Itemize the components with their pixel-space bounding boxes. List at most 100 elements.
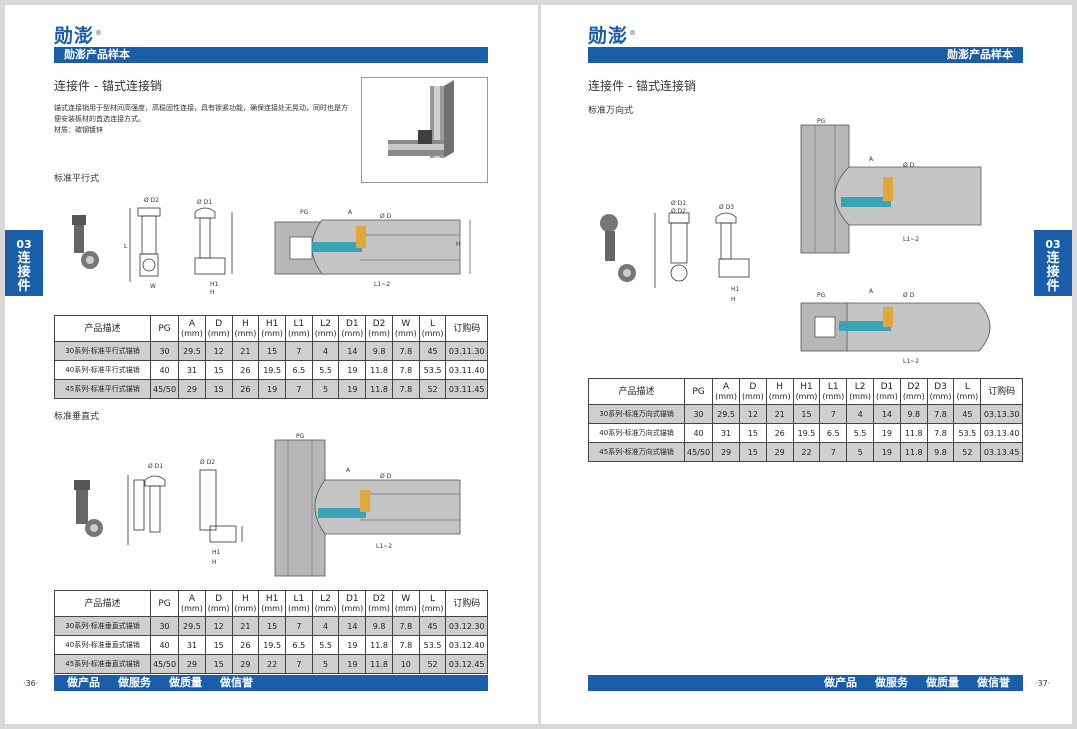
dim-d1: Ø D1	[197, 199, 212, 206]
table-cell: 19.5	[258, 360, 286, 380]
table-cell: 9.8	[926, 442, 955, 462]
table-cell: 15	[258, 616, 286, 636]
table-cell: 5	[311, 654, 340, 674]
table-cell: 11.8	[899, 423, 928, 443]
dim-d-universal-2: Ø D	[903, 292, 915, 299]
dim-h-profile: H	[456, 241, 461, 248]
table-cell: 19.5	[258, 635, 286, 655]
table-cell: 4	[311, 341, 340, 361]
table-cell: 40系列-标准万向式锚销	[588, 423, 685, 443]
table-header-cell: PG	[149, 590, 180, 617]
table-cell: 29	[178, 379, 206, 399]
table-cell: 29.5	[712, 404, 740, 424]
table-cell: 26	[231, 635, 260, 655]
table-header-cell: D1(mm)	[338, 590, 367, 617]
table-cell: 53.5	[418, 635, 447, 655]
table-cell: 30系列-标准平行式锚销	[54, 341, 151, 361]
table-cell: 03.12.40	[445, 635, 488, 655]
table-cell: 26	[231, 379, 260, 399]
table-cell: 45	[418, 341, 447, 361]
table-header-cell: 订购码	[445, 315, 488, 342]
product-photo	[361, 77, 488, 183]
dim-d1-universal: Ø D1	[671, 200, 686, 207]
table-header-cell: D2(mm)	[365, 315, 393, 342]
corner-joint-photo	[388, 80, 454, 158]
table-cell: 11.8	[365, 379, 393, 399]
table-cell: 03.13.40	[980, 423, 1023, 443]
table-cell: 5	[846, 442, 875, 462]
table-header-cell: W(mm)	[391, 590, 420, 617]
table-cell: 19.5	[792, 423, 821, 443]
table-header-cell: A(mm)	[712, 378, 740, 405]
table-cell: 31	[178, 360, 206, 380]
table-cell: 11.8	[365, 654, 393, 674]
table-header-cell: L1(mm)	[285, 315, 313, 342]
table-cell: 30系列-标准万向式锚销	[588, 404, 685, 424]
table-cell: 19	[338, 360, 367, 380]
table-cell: 03.11.30	[445, 341, 488, 361]
dim-d2-vertical: Ø D2	[200, 459, 215, 466]
table-cell: 30	[149, 616, 180, 636]
table-cell: 7.8	[391, 360, 420, 380]
table-header-cell: H1(mm)	[258, 590, 286, 617]
brand-logo-right: 勋澎®	[588, 25, 638, 47]
table-cell: 7.8	[391, 616, 420, 636]
dim-pg: PG	[300, 209, 309, 216]
dim-d3-universal: Ø D3	[719, 204, 734, 211]
table-header-cell: L1(mm)	[285, 590, 313, 617]
table-cell: 4	[311, 616, 340, 636]
subtitle-vertical: 标准垂直式	[54, 412, 100, 422]
table-cell: 45/50	[149, 379, 180, 399]
table-cell: 14	[873, 404, 901, 424]
front-view-drawing-vertical	[144, 469, 243, 543]
dim-d-universal: Ø D	[903, 162, 915, 169]
table-cell: 29	[178, 654, 206, 674]
table-cell: 14	[338, 616, 367, 636]
brand-logo: 勋澎®	[54, 25, 104, 47]
table-cell: 03.12.30	[445, 616, 488, 636]
table-cell: 29.5	[178, 341, 206, 361]
table-cell: 40	[149, 635, 180, 655]
table-cell: 19	[873, 442, 901, 462]
table-cell: 30系列-标准垂直式锚销	[54, 616, 151, 636]
table-cell: 26	[765, 423, 794, 443]
table-cell: 19	[873, 423, 901, 443]
table-cell: 7	[819, 442, 848, 462]
front-view-drawing-universal	[715, 212, 750, 278]
table-header-cell: L(mm)	[418, 315, 447, 342]
table-cell: 7.8	[926, 423, 955, 443]
dim-h1-universal: H1	[731, 286, 740, 293]
dim-d-vertical: Ø D	[380, 473, 392, 480]
profile-assembly-universal-1	[800, 124, 982, 254]
table-header-cell: 订购码	[445, 590, 488, 617]
profile-assembly-vertical	[274, 439, 461, 577]
table-cell: 7.8	[391, 341, 420, 361]
table-cell: 14	[338, 341, 367, 361]
table-cell: 40系列-标准垂直式锚销	[54, 635, 151, 655]
anchor-pin-3d-vertical	[74, 480, 103, 537]
table-cell: 45系列-标准平行式锚销	[54, 379, 151, 399]
right-page: 勋澎® 勋澎产品样本 连接件 - 锚式连接销 标准万向式 Ø D1 Ø D2 Ø…	[541, 5, 1072, 724]
table-cell: 03.12.45	[445, 654, 488, 674]
page-number-left: ·36·	[23, 679, 39, 688]
table-cell: 15	[738, 442, 767, 462]
dim-d: Ø D	[380, 213, 392, 220]
table-cell: 9.8	[365, 616, 393, 636]
table-cell: 15	[738, 423, 767, 443]
table-header-cell: D1(mm)	[338, 315, 367, 342]
table-cell: 03.13.30	[980, 404, 1023, 424]
dim-h: H	[210, 289, 215, 296]
table-cell: 5.5	[311, 635, 340, 655]
table-cell: 6.5	[285, 635, 313, 655]
side-view-drawing-vertical	[127, 475, 145, 545]
table-header-cell: D(mm)	[204, 315, 233, 342]
table-header-cell: H1(mm)	[258, 315, 286, 342]
table-cell: 5.5	[846, 423, 875, 443]
